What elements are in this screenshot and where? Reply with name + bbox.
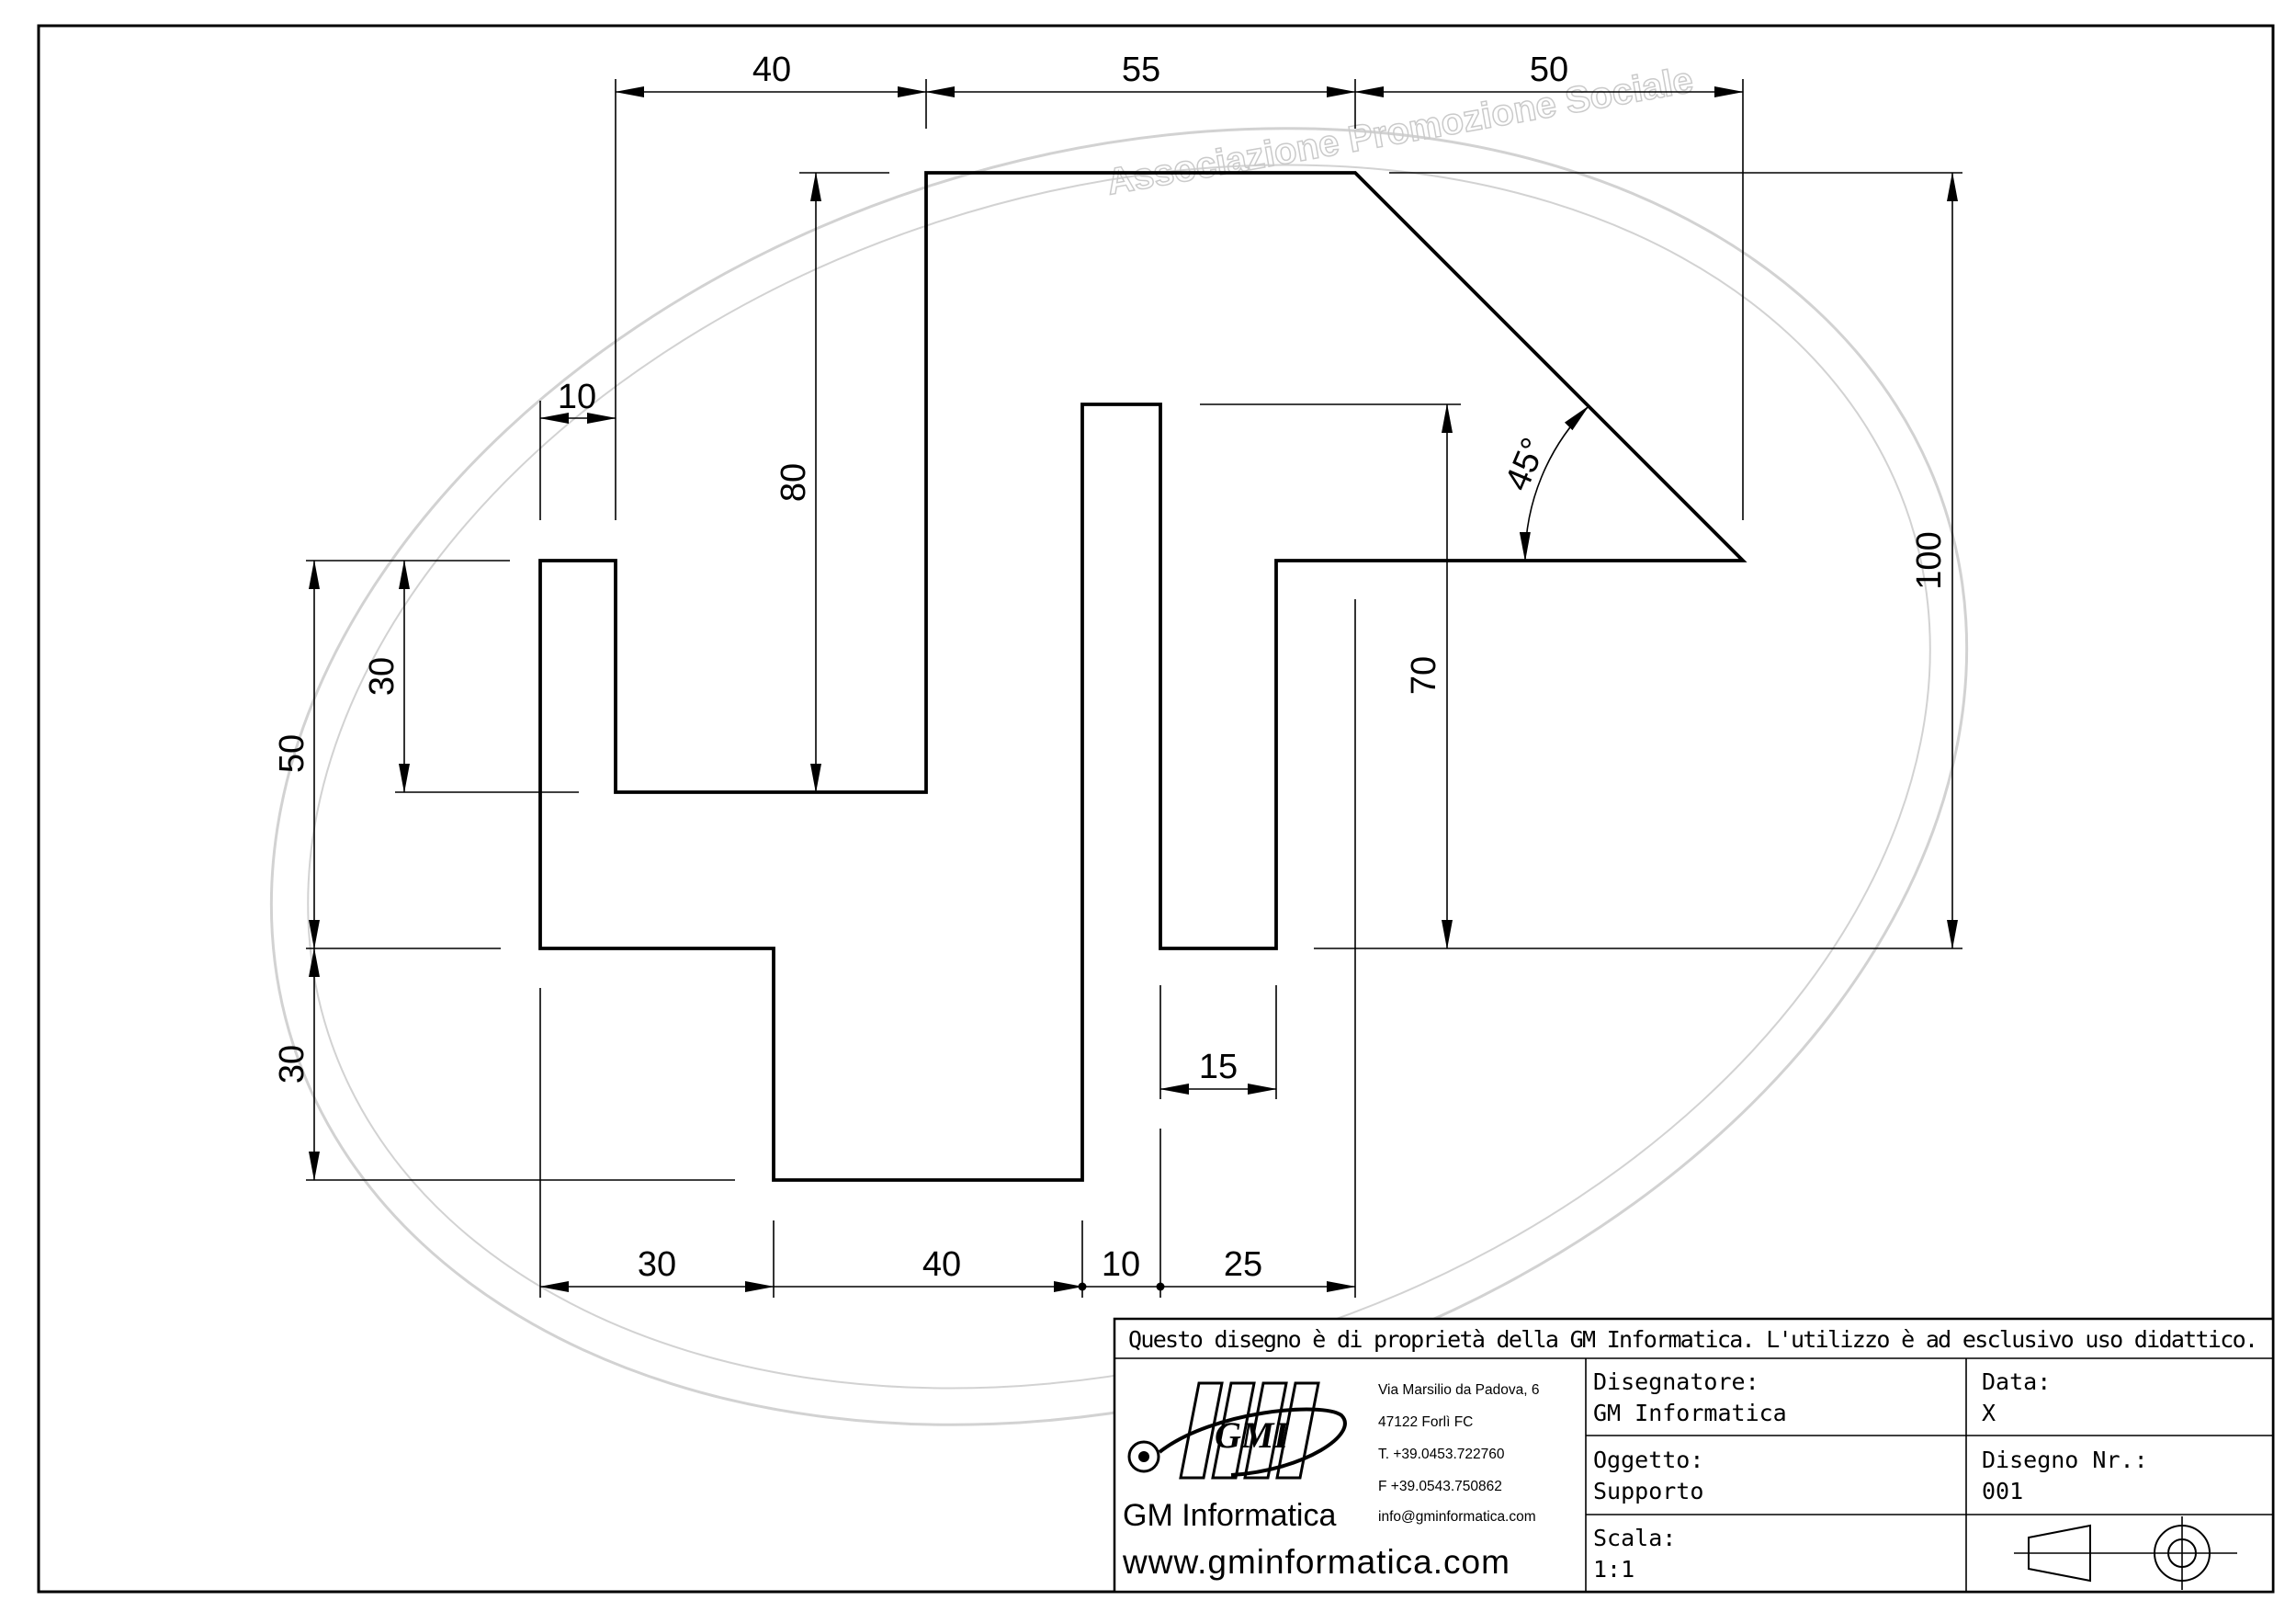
dim-bottom-chain: 30 40 10 25 [539,599,1356,1298]
dim-top-50: 50 [1530,51,1568,89]
phone-line: T. +39.0453.722760 [1378,1447,1505,1462]
dim-left-10: 10 [539,378,616,520]
dim-vertical-80: 80 [775,172,889,793]
dim-70: 70 [1405,656,1443,695]
dim-25-bottom: 25 [1224,1245,1262,1284]
dim-left-30-upper: 30 [306,560,579,793]
dim-top-55: 55 [1122,51,1160,89]
dim-80: 80 [775,463,813,502]
dim-left-50: 50 [273,560,501,949]
dim-10-top: 10 [558,378,596,416]
scale-label: Scala: [1593,1525,1676,1551]
dim-vertical-70: 70 [1200,403,1461,949]
date-value: X [1982,1400,1996,1426]
dim-15: 15 [1199,1048,1238,1086]
dim-dot-2 [1156,1282,1165,1291]
dim-left-30-lower: 30 [273,948,735,1181]
address-line-2: 47122 Forlì FC [1378,1414,1473,1430]
dim-slot-15: 15 [1159,985,1277,1099]
company-name: GM Informatica [1123,1498,1336,1533]
drawing-no-value: 001 [1982,1478,2023,1504]
title-block: Questo disegno è di proprietà della GM I… [1113,1317,2275,1594]
part-outline [538,171,1747,1182]
designer-label: Disegnatore: [1593,1368,1759,1395]
projection-symbol-icon [2014,1516,2237,1590]
address-line-1: Via Marsilio da Padova, 6 [1378,1382,1539,1398]
dim-30-left-upper: 30 [363,657,402,696]
object-value: Supporto [1593,1478,1703,1504]
dim-30-bottom: 30 [638,1245,676,1284]
dim-top-chain: 40 55 50 [615,51,1744,520]
dim-top-40: 40 [752,51,791,89]
gmi-logo-text: GMI [1215,1414,1289,1456]
scale-value: 1:1 [1593,1556,1634,1583]
title-block-notice: Questo disegno è di proprietà della GM I… [1128,1326,2258,1353]
dim-100: 100 [1910,531,1949,589]
dim-40-bottom: 40 [922,1245,961,1284]
dim-50-left: 50 [273,734,311,773]
dim-45-deg: 45° [1498,433,1554,496]
dim-angle-45: 45° [1498,405,1589,562]
email-line: info@gminformatica.com [1378,1509,1536,1525]
dim-dot-1 [1078,1282,1087,1291]
drawing-no-label: Disegno Nr.: [1982,1447,2148,1473]
fax-line: F +39.0543.750862 [1378,1479,1502,1494]
dim-30-left-lower: 30 [273,1045,311,1084]
date-label: Data: [1982,1368,2051,1395]
designer-value: GM Informatica [1593,1400,1787,1426]
gmi-logo: GMI [1127,1381,1347,1480]
object-label: Oggetto: [1593,1447,1703,1473]
dim-10-bottom: 10 [1102,1245,1140,1284]
dim-vertical-100: 100 [1314,172,1962,949]
company-website: www.gminformatica.com [1122,1543,1510,1581]
